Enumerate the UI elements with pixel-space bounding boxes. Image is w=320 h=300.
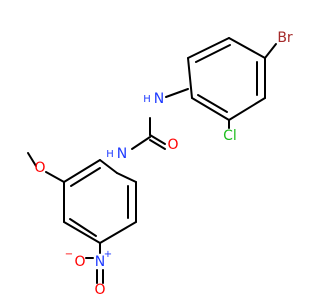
atom-nh-top: N xyxy=(154,91,164,107)
bond xyxy=(187,37,230,59)
bond xyxy=(228,97,266,121)
bond-co-2 xyxy=(149,139,166,150)
bond-urea-n xyxy=(131,136,151,150)
atom-cl: Cl xyxy=(223,128,237,144)
bond xyxy=(63,221,101,244)
double-bond-inner xyxy=(197,94,228,113)
bond xyxy=(99,221,137,244)
double-bond-inner xyxy=(70,167,101,187)
atom-o-nitro-bottom: O xyxy=(94,282,105,298)
bond-nh xyxy=(165,88,189,98)
bond xyxy=(187,57,193,99)
atom-nh-mid-h: H xyxy=(106,149,114,160)
bond xyxy=(191,97,230,121)
bond xyxy=(99,159,118,174)
molecule-svg: Br Cl N H O N H O N + O − O xyxy=(27,30,293,298)
bond-methoxy xyxy=(45,171,65,183)
atom-o-nitro-minus-charge: − xyxy=(65,249,73,260)
structure-diagram: Br Cl N H O N H O N + O − O xyxy=(27,30,293,298)
atom-nh-top-h: H xyxy=(143,94,151,105)
bond-co xyxy=(149,134,166,145)
atom-n-nitro: N xyxy=(95,254,105,270)
bond-br xyxy=(264,43,277,59)
atom-o-methoxy: O xyxy=(34,160,45,176)
bond xyxy=(228,37,266,59)
atom-o-carbonyl: O xyxy=(167,137,178,153)
atom-nh-mid: N xyxy=(117,146,127,162)
double-bond-inner xyxy=(69,218,97,237)
double-bond-inner xyxy=(195,44,231,63)
bond-methyl xyxy=(27,152,37,167)
bond xyxy=(116,172,137,183)
atom-o-nitro-minus: O xyxy=(74,254,85,270)
atom-n-nitro-charge: + xyxy=(104,249,112,260)
bonds xyxy=(27,37,277,284)
bond xyxy=(63,159,101,183)
atom-br: Br xyxy=(277,30,293,46)
